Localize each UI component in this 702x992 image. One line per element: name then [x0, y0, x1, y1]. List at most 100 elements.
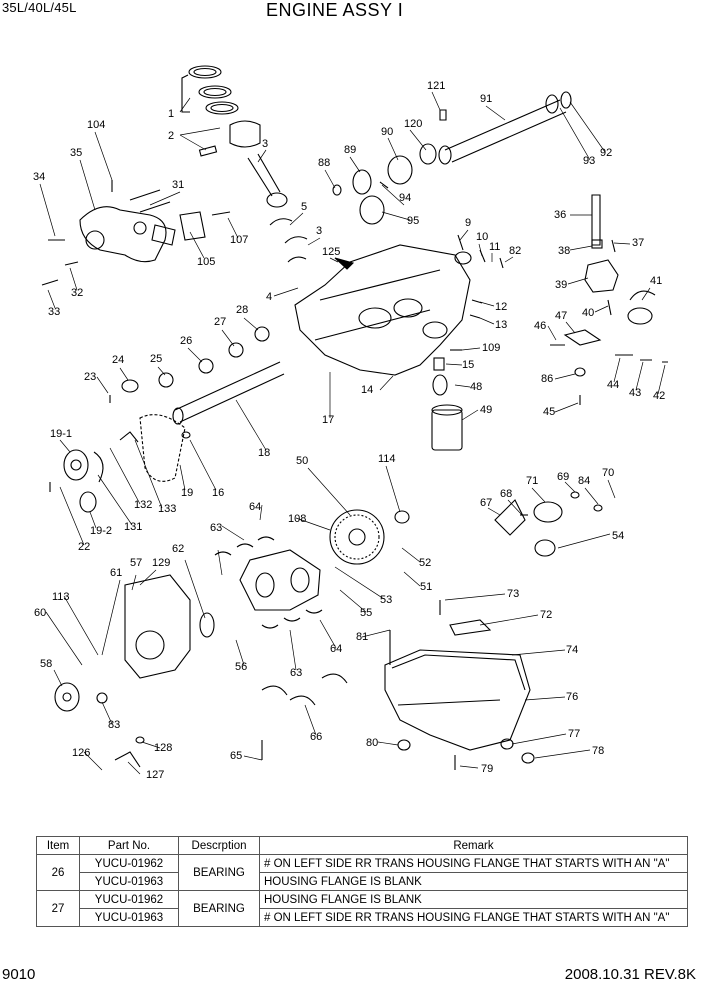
- callout-label: 64: [330, 643, 342, 655]
- partno-cell: YUCU-01963: [79, 908, 179, 927]
- callout-label: 52: [419, 557, 431, 569]
- callout-label: 49: [480, 404, 492, 416]
- callout-label: 11: [489, 241, 500, 253]
- callout-label: 90: [381, 126, 393, 138]
- callout-label: 66: [310, 731, 322, 743]
- callout-label: 88: [318, 157, 330, 169]
- callout-label: 64: [249, 501, 261, 513]
- callout-label: 32: [71, 287, 83, 299]
- callout-label: 44: [607, 379, 619, 391]
- col-remark-header: Remark: [259, 836, 688, 855]
- callout-label: 19-2: [90, 525, 112, 537]
- callout-label: 43: [629, 387, 641, 399]
- callout-label: 82: [509, 245, 521, 257]
- table-header-row: Item Part No. Descrption Remark: [36, 836, 688, 855]
- model-label: 35L/40L/45L: [2, 0, 77, 15]
- callout-label: 129: [152, 557, 170, 569]
- callout-label: 71: [526, 475, 538, 487]
- partno-cell: YUCU-01962: [79, 890, 179, 909]
- callout-label: 12: [495, 301, 507, 313]
- callout-label: 74: [566, 644, 578, 656]
- callout-label: 94: [399, 192, 411, 204]
- callout-label: 18: [258, 447, 270, 459]
- callout-label: 126: [72, 747, 90, 759]
- callout-label: 19: [181, 487, 193, 499]
- description-cell: BEARING: [178, 890, 260, 927]
- callout-label: 19-1: [50, 428, 72, 440]
- description-cell: BEARING: [178, 854, 260, 891]
- callout-label: 5: [301, 201, 307, 213]
- page-title: ENGINE ASSY I: [266, 0, 404, 20]
- callout-label: 72: [540, 609, 552, 621]
- callout-label: 14: [361, 384, 373, 396]
- callout-label: 78: [592, 745, 604, 757]
- callout-label: 113: [52, 591, 70, 603]
- callout-label: 2: [168, 130, 174, 142]
- table-row: 26 YUCU-01962 BEARING # ON LEFT SIDE RR …: [36, 854, 688, 891]
- table-row: 27 YUCU-01962 BEARING HOUSING FLANGE IS …: [36, 890, 688, 927]
- callout-label: 37: [632, 237, 644, 249]
- callout-label: 24: [112, 354, 124, 366]
- callout-label: 80: [366, 737, 378, 749]
- remark-cell: # ON LEFT SIDE RR TRANS HOUSING FLANGE T…: [259, 908, 688, 927]
- callout-label: 33: [48, 306, 60, 318]
- callout-label: 79: [481, 763, 493, 775]
- callout-label: 53: [380, 594, 392, 606]
- callout-label: 120: [404, 118, 422, 130]
- callout-label: 109: [482, 342, 500, 354]
- callout-label: 108: [288, 513, 306, 525]
- callout-label: 68: [500, 488, 512, 500]
- callout-label: 61: [110, 567, 122, 579]
- callout-label: 69: [557, 471, 569, 483]
- callout-label: 62: [172, 543, 184, 555]
- callout-label: 127: [146, 769, 164, 781]
- callout-label: 89: [344, 144, 356, 156]
- callout-label: 65: [230, 750, 242, 762]
- callout-label: 132: [134, 499, 152, 511]
- callout-label: 40: [582, 307, 594, 319]
- table-row: YUCU-01963 HOUSING FLANGE IS BLANK: [37, 872, 688, 891]
- callout-label: 51: [420, 581, 432, 593]
- remark-cell: # ON LEFT SIDE RR TRANS HOUSING FLANGE T…: [259, 854, 688, 873]
- callout-label: 128: [154, 742, 172, 754]
- col-description-header: Descrption: [178, 836, 260, 855]
- callout-label: 76: [566, 691, 578, 703]
- callout-label: 46: [534, 320, 546, 332]
- callout-label: 83: [108, 719, 120, 731]
- callout-label: 54: [612, 530, 624, 542]
- callout-label: 91: [480, 93, 492, 105]
- callout-label: 67: [480, 497, 492, 509]
- callout-label: 13: [495, 319, 507, 331]
- callout-label: 16: [212, 487, 224, 499]
- callout-label: 34: [33, 171, 45, 183]
- callout-label: 31: [172, 179, 184, 191]
- table-row: YUCU-01963 # ON LEFT SIDE RR TRANS HOUSI…: [37, 908, 688, 927]
- callout-label: 36: [554, 209, 566, 221]
- callout-label: 70: [602, 467, 614, 479]
- leader-lines: [39, 91, 666, 775]
- callout-label: 26: [180, 335, 192, 347]
- callout-label: 15: [462, 359, 474, 371]
- engine-exploded-diagram: 1 2 3 104 35 34 31 107 105 32 33 3 5 4 1…: [33, 65, 668, 781]
- callout-label: 63: [210, 522, 222, 534]
- item-cell: 27: [36, 890, 80, 927]
- callout-label: 55: [360, 607, 372, 619]
- item-cell: 26: [36, 854, 80, 891]
- callout-label: 4: [266, 291, 272, 303]
- callout-label: 56: [235, 661, 247, 673]
- col-partno-header: Part No.: [79, 836, 179, 855]
- callout-label: 17: [322, 414, 334, 426]
- callout-label: 104: [87, 119, 105, 131]
- remark-cell: HOUSING FLANGE IS BLANK: [259, 890, 688, 909]
- callout-label: 10: [476, 231, 488, 243]
- callout-label: 125: [322, 246, 340, 258]
- callout-label: 9: [465, 217, 471, 229]
- callout-label: 28: [236, 304, 248, 316]
- callout-label: 60: [34, 607, 46, 619]
- callout-label: 27: [214, 316, 226, 328]
- callout-label: 1: [168, 108, 174, 120]
- callout-label: 3: [316, 225, 322, 237]
- callout-label: 45: [543, 406, 555, 418]
- callout-label: 77: [568, 728, 580, 740]
- callout-label: 73: [507, 588, 519, 600]
